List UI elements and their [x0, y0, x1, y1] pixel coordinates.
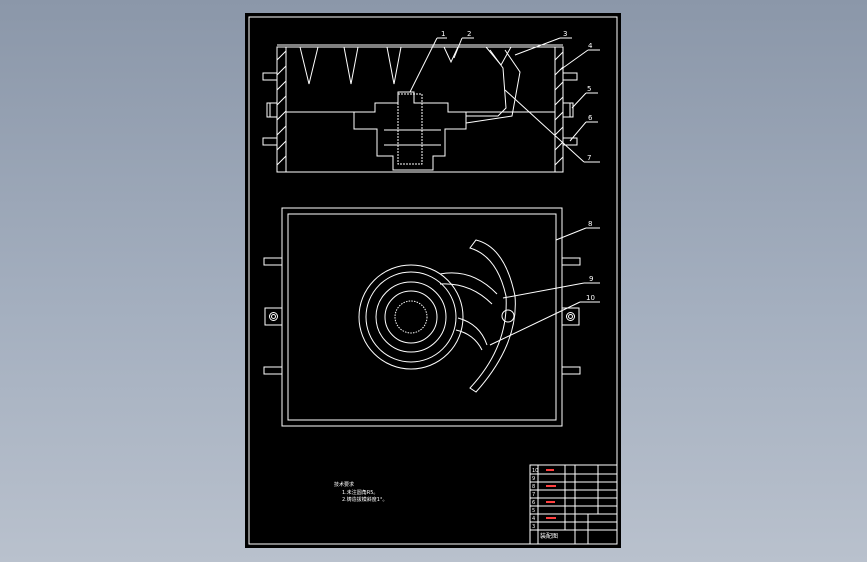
- bom-row-no: 7: [532, 492, 535, 498]
- part-label-10: 10: [586, 294, 595, 302]
- leaders-front: [409, 37, 600, 163]
- part-label-3: 3: [563, 30, 567, 38]
- part-label-7: 7: [587, 154, 591, 162]
- part-label-9: 9: [589, 275, 593, 283]
- wall-hatching-left: [276, 50, 287, 166]
- link-upper: [439, 272, 498, 295]
- left-pins: [262, 72, 278, 146]
- curved-arm: [469, 239, 516, 393]
- part-label-6: 6: [588, 114, 593, 122]
- bom-row-no: 6: [532, 500, 535, 506]
- sheet-border: [248, 16, 618, 545]
- bom-row-no: 9: [532, 476, 535, 482]
- bom-row-no: 8: [532, 484, 535, 490]
- runner-channel: [466, 49, 507, 117]
- notes-heading: 技术要求: [334, 481, 354, 488]
- top-cutters: [299, 46, 512, 85]
- part-label-2: 2: [467, 30, 471, 38]
- technical-notes: 技术要求 1.未注圆角R5。 2.铸造拔模斜度1°。: [334, 481, 387, 503]
- note-line-1: 1.未注圆角R5。: [342, 489, 378, 496]
- wall-hatching-right: [554, 51, 564, 166]
- plate-outer: [281, 207, 563, 427]
- bom-row-no: 5: [532, 508, 535, 514]
- cutting-wheel: [358, 264, 464, 370]
- plate-inner: [287, 213, 557, 421]
- right-pins: [562, 72, 578, 146]
- part-label-4: 4: [588, 42, 593, 50]
- link-lower: [457, 317, 488, 346]
- note-line-2: 2.铸造拔模斜度1°。: [342, 496, 387, 503]
- arm-pin: [501, 309, 515, 323]
- front-section-view: [262, 44, 578, 173]
- part-label-1: 1: [441, 30, 445, 38]
- title-block-marks: [546, 469, 556, 519]
- part-label-5: 5: [587, 85, 591, 93]
- bom-row-no: 10: [532, 468, 538, 474]
- bom-row-no: 3: [532, 524, 535, 530]
- bom-row-no: 4: [532, 516, 535, 522]
- drawing-title: 装配图: [540, 532, 558, 540]
- part-label-8: 8: [588, 220, 592, 228]
- plan-view: [263, 207, 600, 427]
- title-block-text: 10 9 8 7 6 5 4 3 装配图: [532, 468, 558, 540]
- part-labels: 1 2 3 4 5 6 7 8 9 10: [441, 30, 595, 302]
- mold-outline: [276, 46, 564, 173]
- central-cavity: [353, 91, 467, 171]
- title-block: [529, 464, 618, 545]
